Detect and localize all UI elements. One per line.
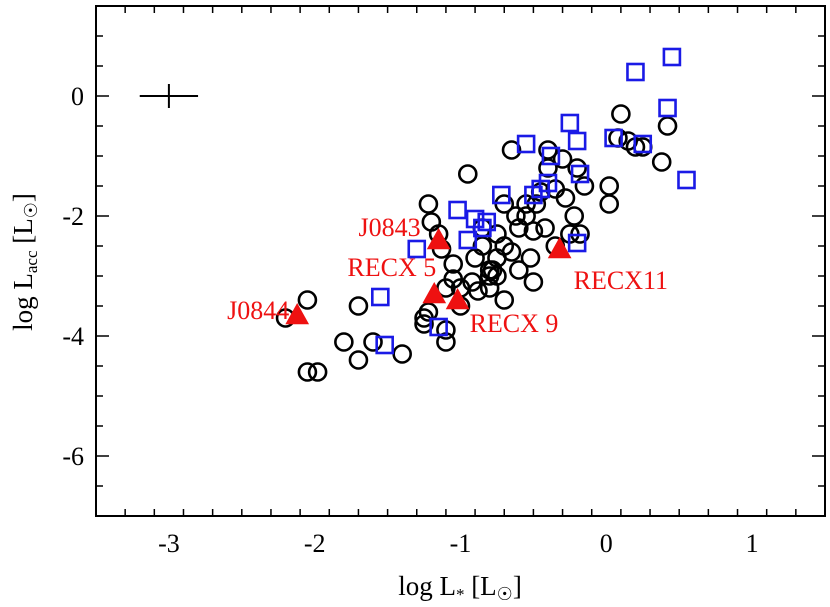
circle-point <box>506 206 526 226</box>
x-tick-label: 0 <box>600 529 613 558</box>
square-point <box>448 200 467 220</box>
axis-ticks <box>95 5 826 517</box>
circle-point <box>574 176 595 196</box>
y-axis-label: log Lacc [L☉] <box>8 193 41 331</box>
circle-point <box>418 302 439 322</box>
circle-point <box>363 332 383 352</box>
axis-tick-labels: -3 -2 -1 0 1 0 -2 -4 -6 <box>62 82 758 558</box>
circle-point <box>348 350 369 370</box>
triangle-point <box>422 281 447 304</box>
circle-point <box>307 362 328 382</box>
circle-point <box>555 188 576 208</box>
square-point <box>604 128 623 148</box>
annotation-label: J0843 <box>359 213 421 242</box>
square-point <box>492 185 511 205</box>
square-point <box>375 335 394 355</box>
circle-point <box>487 266 507 286</box>
square-point <box>633 134 653 154</box>
annotation-label: RECX 5 <box>347 253 436 282</box>
square-point <box>516 134 536 154</box>
x-tick-label: -3 <box>158 529 180 558</box>
triangle-point <box>285 302 310 325</box>
annotation-label: J0844 <box>227 296 289 325</box>
circle-point <box>657 116 678 136</box>
circle-point <box>418 194 439 214</box>
circle-point <box>509 260 529 280</box>
circle-point <box>457 164 478 184</box>
y-tick-label: -2 <box>62 202 84 231</box>
square-point <box>560 113 580 133</box>
square-point <box>567 131 587 151</box>
circle-point <box>468 281 488 301</box>
plot-frame <box>95 5 826 517</box>
circle-point <box>520 248 541 268</box>
x-axis-label: log L* [L☉] <box>398 571 522 604</box>
square-point <box>538 173 558 193</box>
circle-point <box>535 218 555 238</box>
circle-point <box>599 194 620 214</box>
circle-point <box>538 158 558 178</box>
circle-point <box>297 362 318 382</box>
circle-point <box>608 128 628 148</box>
triangle-point <box>426 227 451 250</box>
x-tick-label: -1 <box>450 529 472 558</box>
y-tick-label: 0 <box>71 82 84 111</box>
x-tick-label: -2 <box>304 529 326 558</box>
square-point <box>658 98 677 118</box>
square-point <box>407 239 427 259</box>
triangle-point <box>547 236 572 259</box>
circle-point <box>523 272 544 292</box>
circle-point <box>414 314 434 334</box>
square-point <box>626 62 645 82</box>
triangle-point <box>445 287 470 310</box>
square-point <box>371 287 390 307</box>
circle-point <box>611 104 631 124</box>
square-point <box>477 212 497 232</box>
error-bar <box>139 84 199 108</box>
circle-point <box>564 206 585 226</box>
square-point <box>473 218 492 238</box>
annotation-label: RECX 9 <box>470 309 559 338</box>
circle-point <box>348 296 369 316</box>
square-point <box>541 146 561 166</box>
circle-point <box>443 254 464 274</box>
circle-point <box>297 290 318 310</box>
y-tick-label: -4 <box>62 322 84 351</box>
data-marks <box>275 47 696 382</box>
circle-point <box>392 344 412 364</box>
circle-point <box>552 149 573 169</box>
circle-point <box>651 152 672 172</box>
y-tick-label: -6 <box>62 442 84 471</box>
circle-point <box>472 236 493 256</box>
square-point <box>429 317 448 337</box>
square-point <box>458 230 478 250</box>
circle-point <box>523 221 544 241</box>
square-point <box>570 164 590 184</box>
circle-point <box>501 140 522 160</box>
annotation-label: RECX11 <box>574 266 668 295</box>
circle-point <box>334 332 354 352</box>
circle-point <box>599 176 620 196</box>
x-tick-label: 1 <box>746 529 759 558</box>
circle-point <box>494 290 515 310</box>
square-point <box>662 47 682 67</box>
circle-point <box>501 242 522 262</box>
square-point <box>677 170 696 190</box>
circle-point <box>567 158 587 178</box>
square-point <box>567 233 587 253</box>
